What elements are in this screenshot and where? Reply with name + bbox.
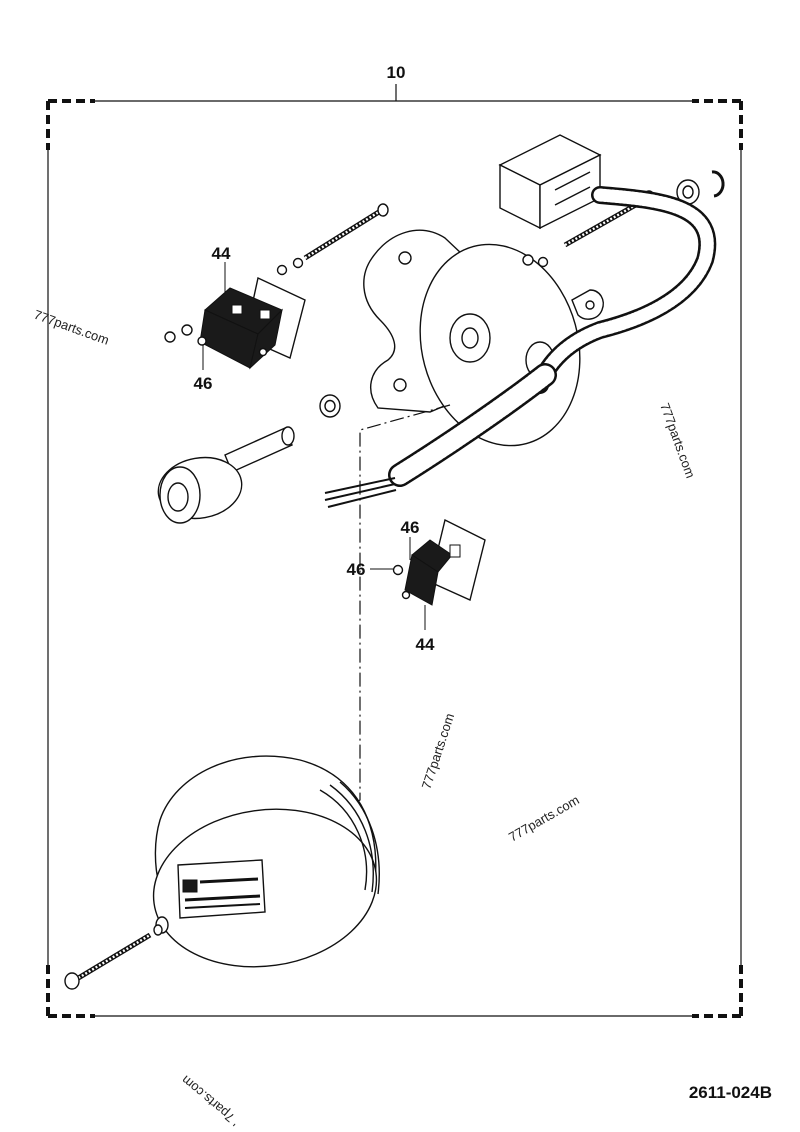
watermark-lower-right: 777parts.com: [506, 792, 582, 844]
snap-ring-and-washer: [676, 170, 725, 205]
bottom-hardware: [153, 916, 169, 936]
watermark-center: 777parts.com: [419, 711, 458, 791]
callout-lower-switch-screw-left: 46: [347, 560, 366, 579]
assembly-label: 10: [387, 63, 406, 82]
wire-clamp: [571, 289, 604, 320]
spindle-shaft: [157, 426, 295, 524]
watermark-bottom: ' 7parts.com: [178, 1072, 242, 1129]
callout-upper-switch-screw: 46: [194, 374, 213, 393]
upper-switch: [197, 276, 306, 370]
watermark-left: 777parts.com: [32, 307, 111, 348]
wire-connector: [498, 134, 602, 230]
document-number: 2611-024B: [689, 1083, 772, 1102]
callout-upper-switch-part: 44: [212, 244, 231, 263]
watermark-right: 777parts.com: [657, 401, 698, 480]
wire-harness: [324, 186, 717, 508]
long-bolt-upper-left: [303, 203, 389, 261]
callout-lower-switch-screw-top: 46: [401, 518, 420, 537]
plate-hardware: [319, 254, 549, 418]
assembly-frame: [46, 84, 743, 1018]
long-bolt-bottom: [64, 932, 152, 990]
gauge-nameplate: [177, 859, 266, 919]
upper-switch-hardware: [164, 257, 304, 343]
callout-lower-switch-part: 44: [416, 635, 435, 654]
lower-switch: [392, 518, 486, 606]
